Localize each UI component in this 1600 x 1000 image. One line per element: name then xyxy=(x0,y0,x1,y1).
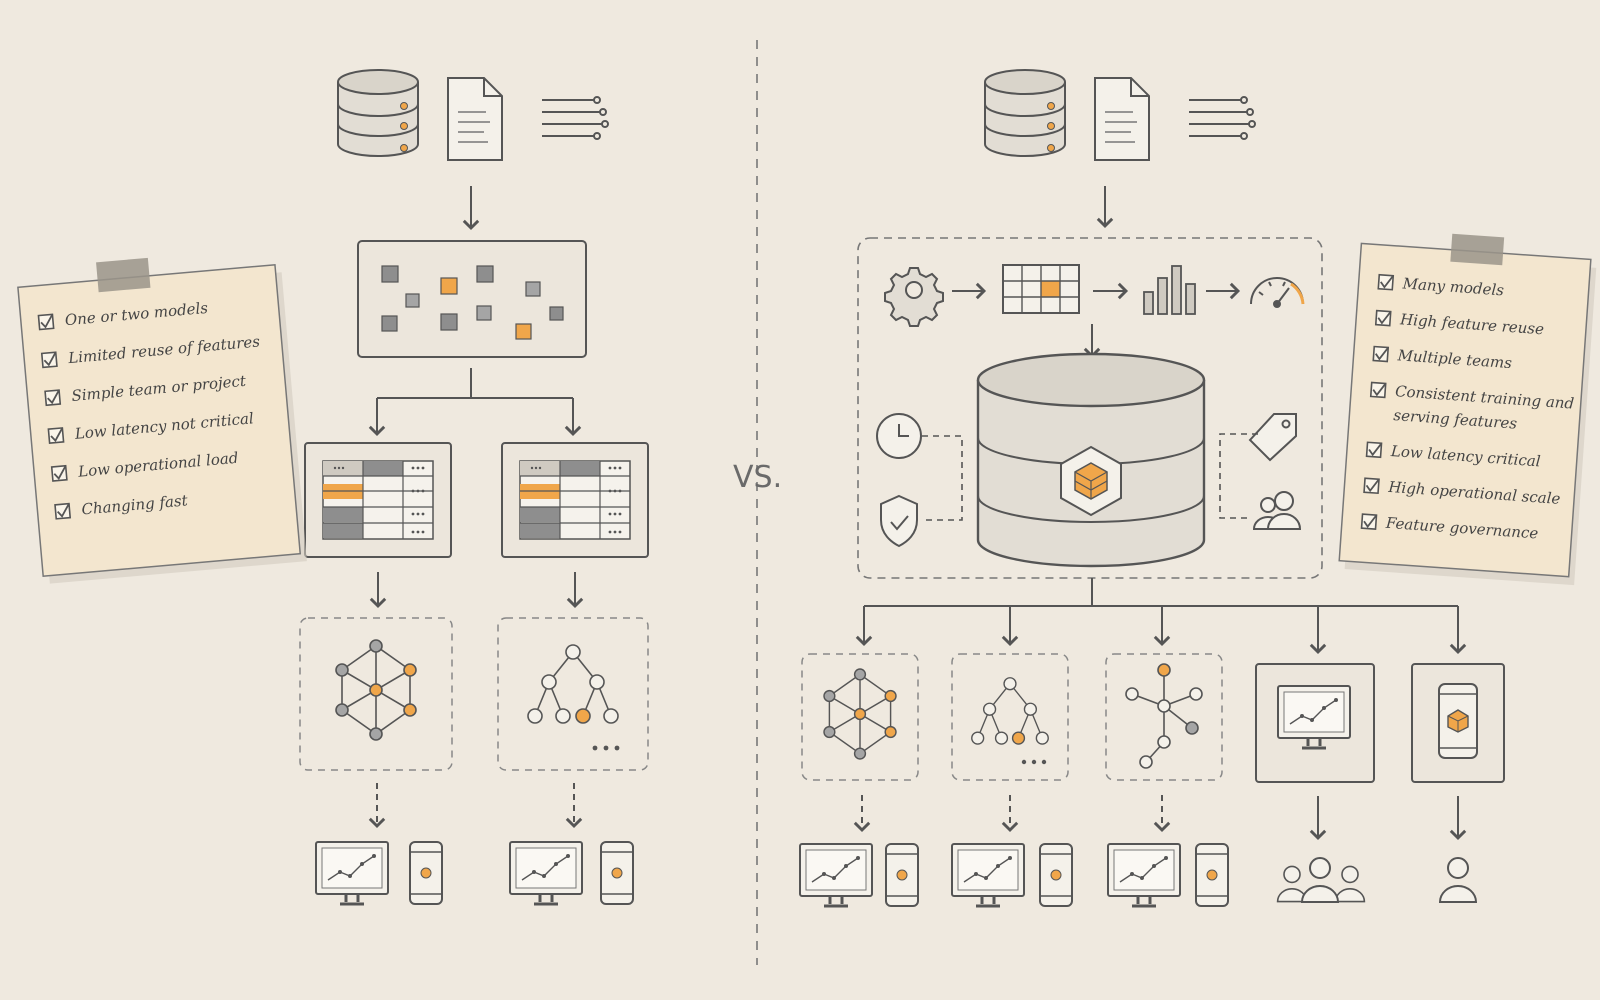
right-sticky-note: Many models High feature reuse Multiple … xyxy=(1338,233,1597,586)
monitor-icon xyxy=(1276,684,1352,750)
tag-icon xyxy=(1248,413,1297,462)
feature-store-logo-icon xyxy=(1060,445,1122,517)
ellipsis-icon xyxy=(592,745,620,751)
left-table-1 xyxy=(304,442,452,558)
feature-grid-icon xyxy=(1002,264,1080,314)
tape-icon xyxy=(1450,233,1505,266)
feature-store-container xyxy=(857,237,1323,579)
right-pipeline xyxy=(798,69,1505,908)
clock-icon xyxy=(876,413,922,459)
bar-chart-icon xyxy=(1143,265,1196,315)
monitor-icon xyxy=(1106,842,1182,908)
ellipsis-icon xyxy=(1021,759,1047,765)
gear-icon xyxy=(884,267,944,327)
phone-icon xyxy=(600,841,634,905)
left-table-2 xyxy=(501,442,649,558)
left-feature-box xyxy=(357,240,587,358)
phone-icon xyxy=(1195,843,1229,907)
gauge-icon xyxy=(1250,277,1305,308)
tape-icon xyxy=(96,257,151,293)
feature-store-cylinder xyxy=(976,352,1206,568)
monitor-icon xyxy=(314,840,390,906)
users-icon xyxy=(1252,491,1302,530)
shield-icon xyxy=(880,494,918,548)
monitor-icon xyxy=(950,842,1026,908)
monitor-icon xyxy=(798,842,874,908)
phone-icon xyxy=(885,843,919,907)
phone-icon xyxy=(1039,843,1073,907)
monitor-icon xyxy=(508,840,584,906)
phone-icon xyxy=(409,841,443,905)
left-sticky-note: One or two models Limited reuse of featu… xyxy=(17,257,307,584)
left-pipeline xyxy=(299,69,649,906)
vs-label: VS. xyxy=(733,460,782,495)
phone-icon xyxy=(1438,683,1478,759)
